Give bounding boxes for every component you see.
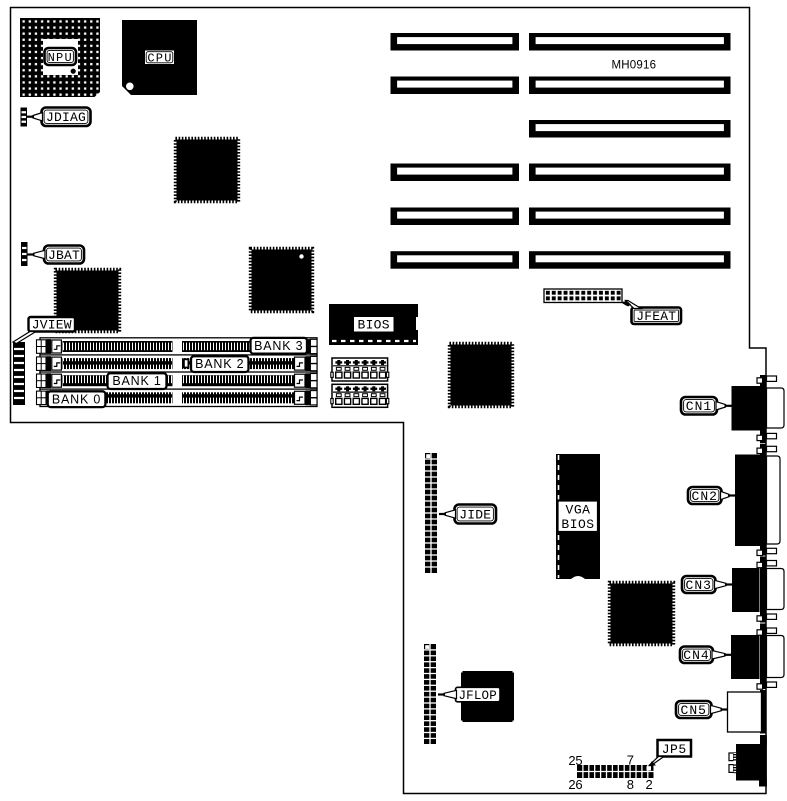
svg-text:2: 2 bbox=[645, 777, 652, 792]
svg-text:CN5: CN5 bbox=[681, 703, 707, 718]
svg-text:8: 8 bbox=[627, 777, 634, 792]
svg-text:26: 26 bbox=[568, 777, 582, 792]
svg-text:BANK 1: BANK 1 bbox=[112, 374, 161, 388]
svg-text:7: 7 bbox=[627, 753, 634, 768]
svg-text:JBAT: JBAT bbox=[48, 248, 80, 263]
svg-text:JDIAG: JDIAG bbox=[46, 110, 86, 125]
svg-text:JP5: JP5 bbox=[662, 742, 687, 757]
svg-text:BANK 2: BANK 2 bbox=[195, 357, 244, 371]
svg-text:BIOS: BIOS bbox=[561, 517, 594, 532]
svg-text:BIOS: BIOS bbox=[357, 318, 389, 333]
svg-text:NPU: NPU bbox=[48, 51, 73, 65]
svg-text:MH0916: MH0916 bbox=[612, 60, 657, 72]
svg-text:BANK 0: BANK 0 bbox=[52, 392, 101, 406]
svg-text:VGA: VGA bbox=[566, 503, 591, 518]
svg-text:JFEAT: JFEAT bbox=[636, 309, 676, 324]
svg-text:JFLOP: JFLOP bbox=[458, 689, 497, 703]
svg-text:CN3: CN3 bbox=[686, 578, 712, 593]
svg-text:CN1: CN1 bbox=[686, 399, 712, 414]
svg-text:CN2: CN2 bbox=[692, 489, 718, 504]
svg-text:CN4: CN4 bbox=[683, 648, 709, 663]
svg-text:JVIEW: JVIEW bbox=[32, 318, 72, 333]
svg-text:BANK 3: BANK 3 bbox=[254, 339, 303, 353]
svg-text:JIDE: JIDE bbox=[459, 507, 491, 522]
svg-text:25: 25 bbox=[568, 753, 582, 768]
svg-text:CPU: CPU bbox=[147, 51, 172, 65]
